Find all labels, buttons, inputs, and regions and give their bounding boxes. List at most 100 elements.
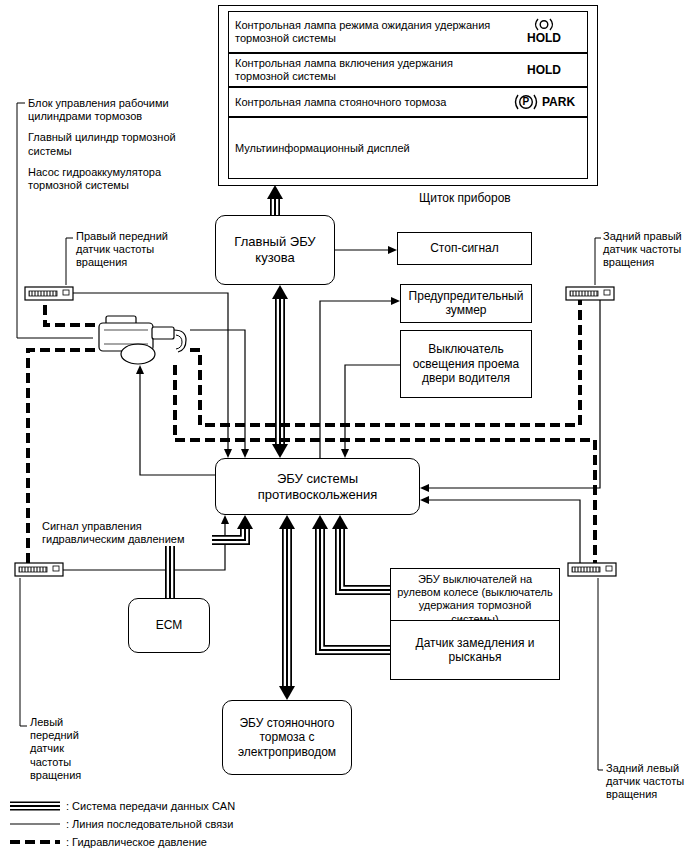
box-label: ECM (156, 618, 183, 632)
signal-line (140, 374, 215, 475)
signal-line (335, 249, 388, 250)
parking-symbol (515, 95, 518, 109)
callout-label: Задний правый датчик частоты вращения (603, 230, 688, 270)
speed-sensor (29, 291, 57, 296)
can-bus-line (280, 299, 281, 444)
indicator-name: Контрольная лампа режима ожидания удержа… (235, 19, 507, 45)
speed-sensor (572, 567, 600, 572)
sensor-callout: Задний правый датчик частоты вращения (603, 230, 688, 278)
brake-actuator (121, 344, 155, 364)
can-bus-line (280, 299, 281, 444)
leader-line (66, 238, 73, 285)
legend-sample (10, 803, 60, 809)
can-bus-line (320, 529, 390, 650)
signal-line (320, 301, 391, 458)
speed-sensor (53, 566, 59, 571)
speed-sensor (25, 287, 73, 300)
legend-sample (10, 802, 60, 811)
switch-box: Выключатель освещения проема двери водит… (400, 330, 532, 398)
can-bus-line (272, 199, 279, 215)
signal-line (73, 293, 228, 449)
speed-sensor (25, 287, 73, 300)
indicator-row: Контрольная лампа включения удержания то… (228, 53, 588, 87)
indicator-row: Контрольная лампа режима ожидания удержа… (228, 11, 588, 53)
can-bus-line (320, 529, 390, 650)
signal-line (140, 374, 215, 475)
signal-line (335, 250, 388, 251)
ecu-box: ЭБУ системы противоскольжения (215, 458, 420, 515)
callout-label: Правый передний датчик частоты вращения (76, 230, 196, 270)
brake-actuator (95, 315, 190, 365)
can-bus-line (287, 529, 288, 686)
indicator-row: Контрольная лампа стояночного тормозаPPA… (228, 87, 588, 117)
ecu-box: ЭБУ стояночного тормоза с электроприводо… (222, 700, 352, 775)
box-label: Предупредительный зуммер (407, 289, 525, 318)
speed-sensor (63, 290, 69, 295)
indicator-code: HOLD (527, 31, 561, 45)
signal-line (429, 500, 580, 563)
standby-symbol (550, 19, 553, 30)
can-bus-line (282, 529, 292, 686)
legend-sample (10, 823, 60, 824)
box-label: Датчик замедления и рысканья (397, 636, 553, 665)
sensor-callout: Правый передний датчик частоты вращения (76, 230, 196, 278)
legend-sample (10, 806, 60, 842)
leader-line (17, 103, 603, 770)
can-bus-line (275, 299, 285, 444)
can-bus-line (320, 529, 390, 650)
legend-text: : Линия последовательной связи (66, 817, 233, 831)
signal-line (345, 365, 400, 449)
can-bus-line (275, 199, 276, 215)
speed-sensor (566, 287, 614, 300)
indicator-code: PARK (542, 95, 575, 109)
speed-sensor (15, 563, 63, 576)
sensor-callout: Левый передний датчик частоты вращения (30, 716, 102, 790)
speed-sensor (19, 567, 47, 572)
can-bus-line (320, 529, 390, 650)
can-bus-line (270, 199, 280, 215)
box-label: Выключатель освещения проема двери водит… (407, 342, 525, 385)
speed-sensor (568, 563, 616, 576)
standby-symbol (540, 21, 548, 29)
box-label: ЭБУ выключателей на рулевом колесе (выкл… (397, 573, 553, 626)
legend-text: : Система передачи данных CAN (66, 799, 235, 813)
parking-symbol (534, 95, 537, 109)
actuator-callout: Блок управления рабочими цилиндрами торм… (28, 97, 210, 200)
sensor-box: Датчик замедления и рысканья (390, 620, 560, 680)
indicator-symbol-group: PPARK (507, 94, 581, 110)
legend-text: : Гидравлическое давление (66, 835, 207, 849)
box-label: Стоп-сигнал (430, 241, 499, 255)
speed-sensor (570, 291, 598, 296)
signal-line (320, 301, 391, 458)
speed-sensor (15, 563, 63, 576)
brake-actuator (176, 335, 182, 349)
indicator-symbol-group: HOLD (507, 63, 581, 77)
ecu-box: Главный ЭБУ кузова (215, 215, 335, 285)
signal-line (429, 500, 580, 563)
speed-sensor (568, 563, 616, 576)
can-bus-line (340, 529, 390, 590)
can-bus-line (286, 529, 288, 686)
legend-sample (10, 805, 60, 807)
standby-symbol (536, 19, 539, 30)
callout-label: Главный цилиндр тормозной системы (28, 131, 210, 157)
can-bus-line (274, 199, 276, 215)
lamp-box: Стоп-сигнал (397, 232, 532, 265)
leader-line (598, 578, 603, 770)
indicator-code: HOLD (527, 63, 561, 77)
ecu-box: ECM (128, 598, 210, 653)
hydraulic-line (175, 365, 595, 563)
indicator-symbol-group: HOLD (507, 18, 581, 45)
signal-line (345, 365, 400, 449)
callout-label: Левый передний датчик частоты вращения (30, 716, 102, 782)
callout-label: Задний левый датчик частоты вращения (606, 762, 688, 802)
box-label: Главный ЭБУ кузова (222, 234, 328, 265)
standby-symbol (532, 18, 556, 31)
can-bus-line (279, 299, 281, 444)
can-bus-line (340, 529, 390, 590)
hydraulic-line (45, 300, 95, 325)
hydraulic-line (175, 365, 595, 563)
hydraulic-line (45, 300, 95, 325)
callout-label: Блок управления рабочими цилиндрами торм… (28, 97, 210, 123)
